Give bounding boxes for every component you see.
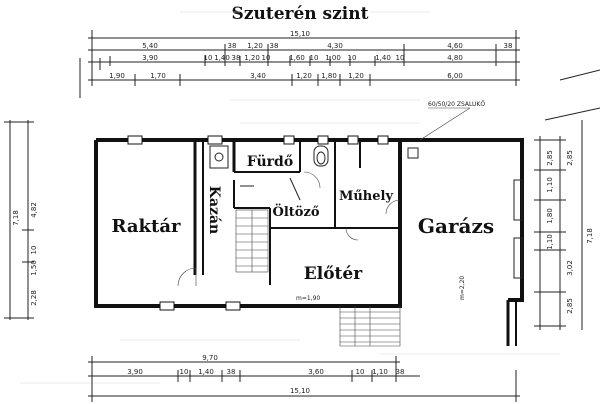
- top-dim: 1,60: [289, 54, 305, 62]
- top-dim: 10: [262, 54, 271, 62]
- left-dim: 10: [30, 246, 38, 255]
- bottom-dim: 1,10: [372, 368, 388, 376]
- beam-note: 60/50/20 ZSALUKŐ: [428, 101, 485, 108]
- right-dim: 2,85: [546, 150, 554, 166]
- background-guides: [20, 11, 560, 384]
- top-dim: 1,80: [321, 72, 337, 80]
- right-dim: 2,85: [566, 150, 574, 166]
- top-dim: 1,20: [348, 72, 364, 80]
- top-dim: 1,70: [150, 72, 166, 80]
- top-dim: 38: [270, 42, 279, 50]
- room-labels: Raktár Kazán Fürdő Öltöző Műhely Garázs …: [112, 154, 495, 284]
- interior-staircase: [235, 209, 269, 273]
- bottom-dimension-texts: 9,70 3,90 10 1,40 38 3,60 10 1,10 38 15,…: [127, 354, 404, 395]
- top-dim: 4,30: [327, 42, 343, 50]
- top-dim: 6,00: [447, 72, 463, 80]
- top-dim: 3,90: [142, 54, 158, 62]
- opening-note: m=2,20: [459, 276, 466, 300]
- opening-note: m=1,90: [296, 295, 320, 302]
- room-label-furdo: Fürdő: [247, 154, 293, 170]
- top-dim: 1,20: [247, 42, 263, 50]
- left-dimension-lines: [4, 120, 34, 320]
- annotation-marks: 60/50/20 ZSALUKŐ m=1,90 m=2,20: [296, 101, 485, 302]
- right-dimension-lines: [534, 69, 600, 330]
- top-dim: 4,60: [447, 42, 463, 50]
- room-label-eloter: Előtér: [304, 264, 363, 284]
- wall-openings: [127, 135, 389, 311]
- top-dim: 3,40: [250, 72, 266, 80]
- right-dim: 1,10: [546, 234, 554, 250]
- top-dim: 1,20: [244, 54, 260, 62]
- right-dimension-texts: 2,85 1,10 1,80 1,10 3,02 2,85 7,18 2,85: [546, 150, 594, 314]
- right-dim: 1,80: [546, 208, 554, 224]
- right-dim: 7,18: [586, 228, 594, 244]
- top-dim: 1,20: [296, 72, 312, 80]
- top-dim: 1,00: [325, 54, 341, 62]
- top-dim: 38: [232, 54, 241, 62]
- room-label-garazs: Garázs: [418, 214, 494, 238]
- room-label-kazan: Kazán: [206, 186, 222, 234]
- room-label-raktar: Raktár: [112, 216, 181, 237]
- top-dim: 10: [396, 54, 405, 62]
- top-dim: 4,80: [447, 54, 463, 62]
- bottom-dim: 3,60: [308, 368, 324, 376]
- top-dim: 1,90: [109, 72, 125, 80]
- interior-walls: [193, 140, 402, 306]
- bottom-dim: 1,40: [198, 368, 214, 376]
- left-dim: 1,50: [30, 260, 38, 276]
- room-label-oltozo: Öltöző: [273, 203, 320, 220]
- left-dimension-texts: 7,18 4,82 10 1,50 2,28: [12, 202, 38, 306]
- bottom-dim: 10: [180, 368, 189, 376]
- right-dim: 1,10: [546, 177, 554, 193]
- top-dim: 38: [228, 42, 237, 50]
- exterior-walls: [94, 138, 524, 346]
- right-dim: 2,85: [566, 298, 574, 314]
- top-dim: 10: [204, 54, 213, 62]
- top-dimension-lines: [79, 30, 520, 98]
- top-dim: 1,40: [375, 54, 391, 62]
- top-dim: 10: [348, 54, 357, 62]
- bottom-overall-dim: 15,10: [290, 387, 310, 395]
- entrance-staircase: [339, 306, 401, 347]
- door-swings: [177, 171, 401, 287]
- top-dimension-texts: 15,10 5,40 38 1,20 38 4,30 4,60 38 3,90 …: [109, 30, 512, 80]
- bottom-dim: 3,90: [127, 368, 143, 376]
- top-overall-dim: 15,10: [290, 30, 310, 38]
- bottom-dim: 9,70: [202, 354, 218, 362]
- plan-title: Szuterén szint: [232, 4, 369, 24]
- top-dim: 38: [504, 42, 513, 50]
- right-dim: 3,02: [566, 260, 574, 276]
- top-dim: 10: [310, 54, 319, 62]
- bottom-dim: 10: [356, 368, 365, 376]
- top-dim: 1,40: [214, 54, 230, 62]
- left-dim: 4,82: [30, 202, 38, 218]
- bottom-dim: 38: [227, 368, 236, 376]
- top-dim: 5,40: [142, 42, 158, 50]
- fixtures: [209, 145, 523, 279]
- bottom-dim: 38: [396, 368, 405, 376]
- room-label-muhely: Műhely: [339, 189, 394, 204]
- bottom-dimension-lines: [88, 356, 520, 402]
- left-dim: 2,28: [30, 290, 38, 306]
- left-dim: 7,18: [12, 210, 20, 226]
